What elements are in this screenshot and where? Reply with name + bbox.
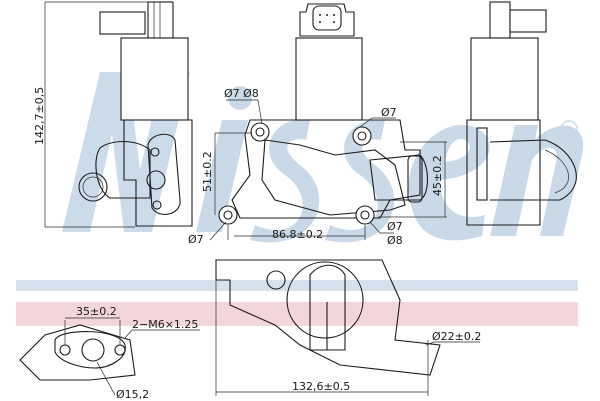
flange-detail (19, 317, 200, 396)
right-side-view (466, 1, 577, 226)
watermark-band-red (16, 302, 578, 326)
front-view (209, 3, 447, 241)
watermark-band-blue (16, 280, 578, 291)
svg-text:R: R (565, 125, 572, 136)
left-side-view (44, 1, 193, 228)
bottom-view (215, 259, 480, 396)
